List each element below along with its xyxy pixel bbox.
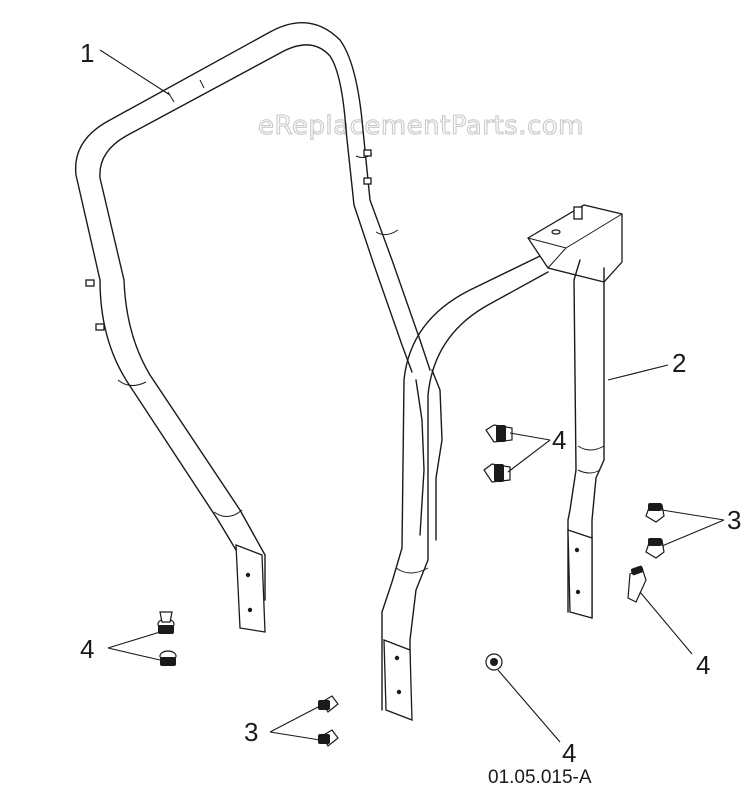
lower-roll-bar	[381, 204, 623, 721]
bolt-left-upper	[157, 611, 175, 634]
callout-part-3-right: 3	[727, 505, 741, 535]
bolt-right-lower	[645, 538, 665, 559]
callout-part-4-left: 4	[80, 634, 94, 664]
leader-lines	[99, 49, 725, 743]
bolt-center-upper	[485, 424, 513, 443]
watermark: eReplacementParts.com	[258, 111, 584, 141]
upper-roll-bar	[74, 22, 431, 633]
reference-code: 01.05.015-A	[488, 767, 592, 788]
bolt-bottom-lower	[318, 729, 339, 747]
callout-part-4-center: 4	[552, 425, 566, 455]
nut-bottom	[485, 653, 503, 671]
bolt-center-lower	[483, 463, 511, 483]
bolt-left-lower	[159, 650, 177, 666]
callout-part-2: 2	[672, 348, 686, 378]
bolt-right-long	[627, 565, 647, 603]
callout-part-4-bottom: 4	[562, 738, 576, 768]
callout-part-4-right: 4	[696, 650, 710, 680]
callout-part-1: 1	[80, 38, 94, 68]
callout-part-3-bottom: 3	[244, 717, 258, 747]
bolt-bottom-upper	[318, 695, 339, 713]
bolt-right-upper	[645, 503, 665, 523]
